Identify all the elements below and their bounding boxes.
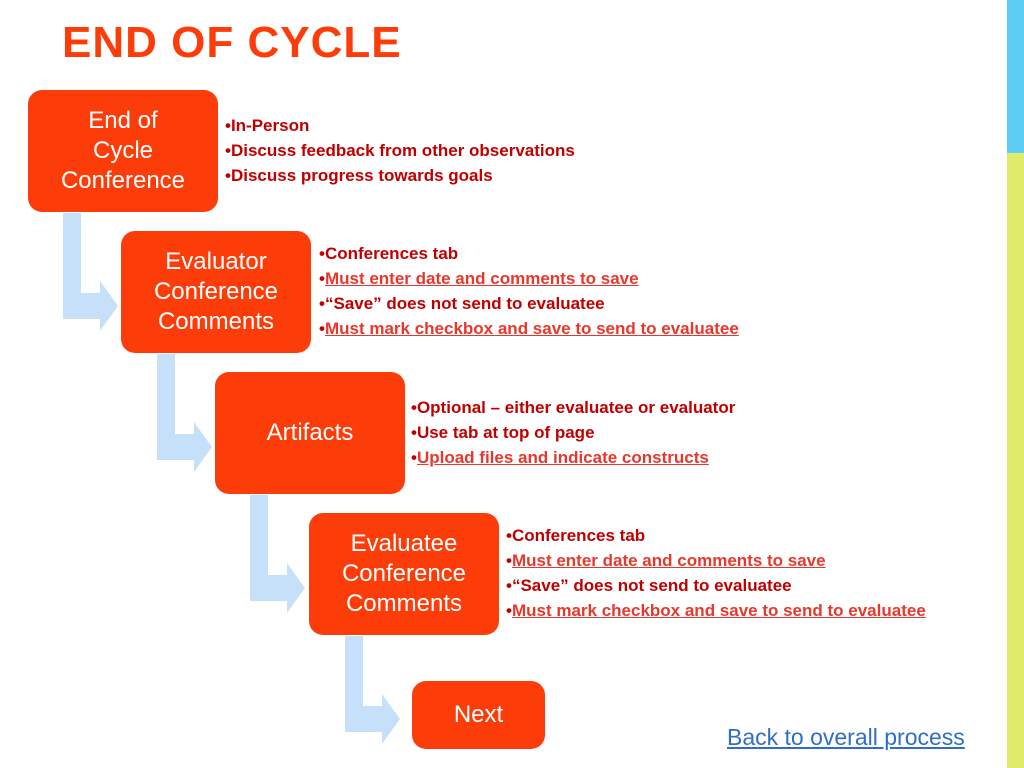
bullet-link[interactable]: Must enter date and comments to save [511,551,826,570]
back-to-overall-process-link[interactable]: Back to overall process [727,724,965,750]
bullet-item: •Must enter date and comments to save [506,551,826,570]
step-box-evaluatee-conference-comments[interactable]: Evaluatee Conference Comments [309,513,499,635]
flow-arrow-1 [63,213,118,331]
bullet-item: •Must mark checkbox and save to send to … [506,601,926,620]
bullet-item: •Conferences tab [319,244,459,263]
step-label: Next [453,701,504,728]
bullet-link[interactable]: Must mark checkbox and save to send to e… [324,319,739,338]
bullet-list-step-4: •Conferences tab •Must enter date and co… [506,523,926,623]
step-box-next[interactable]: Next [412,681,545,749]
step-label: Evaluatee Conference Comments [341,530,467,617]
step-box-evaluator-conference-comments[interactable]: Evaluator Conference Comments [121,231,311,353]
bullet-link[interactable]: Upload files and indicate constructs [416,448,709,467]
bullet-item: •“Save” does not send to evaluatee [506,576,792,595]
side-stripe-green [1007,153,1024,768]
side-stripe-blue [1007,0,1024,153]
step-label: Evaluator Conference Comments [153,248,279,335]
bullet-list-step-3: •Optional – either evaluatee or evaluato… [411,395,735,470]
bullet-item: •Discuss feedback from other observation… [225,141,575,160]
bullet-item: •“Save” does not send to evaluatee [319,294,605,313]
bullet-item: •Must enter date and comments to save [319,269,639,288]
step-label: Artifacts [266,419,354,446]
page-title: END OF CYCLE [62,18,402,67]
bullet-list-step-1: •In-Person •Discuss feedback from other … [225,113,575,188]
step-label: End of Cycle Conference [60,107,186,194]
bullet-item: •Use tab at top of page [411,423,595,442]
bullet-item: •Discuss progress towards goals [225,166,493,185]
bullet-item: •Conferences tab [506,526,646,545]
bullet-link[interactable]: Must mark checkbox and save to send to e… [511,601,926,620]
flow-arrow-3 [250,495,305,613]
step-box-artifacts[interactable]: Artifacts [215,372,405,494]
flow-arrow-4 [345,636,400,744]
bullet-list-step-2: •Conferences tab •Must enter date and co… [319,241,739,341]
bullet-item: •Upload files and indicate constructs [411,448,709,467]
bullet-item: •In-Person [225,116,310,135]
bullet-item: •Optional – either evaluatee or evaluato… [411,398,736,417]
flow-arrow-2 [157,354,212,472]
bullet-link[interactable]: Must enter date and comments to save [324,269,639,288]
step-box-end-of-cycle-conference[interactable]: End of Cycle Conference [28,90,218,212]
bullet-item: •Must mark checkbox and save to send to … [319,319,739,338]
